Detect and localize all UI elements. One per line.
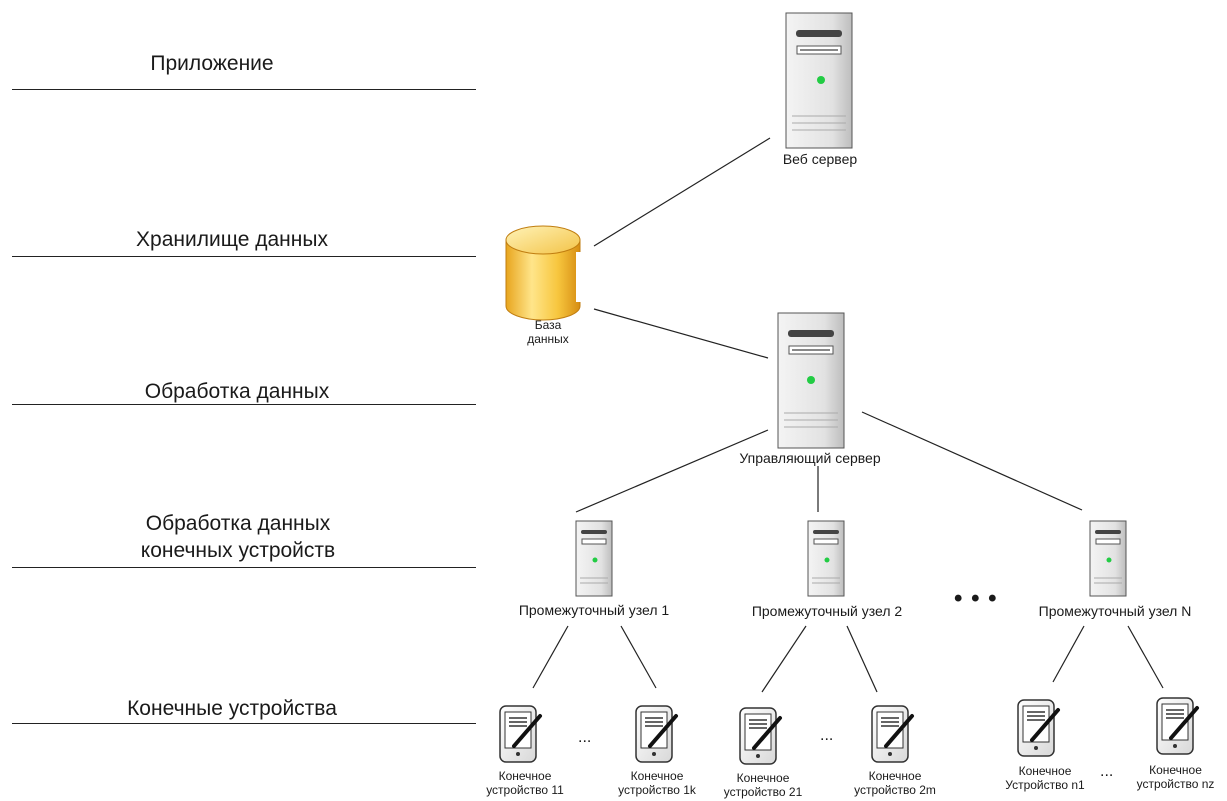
link-node1-dev1k [620,625,657,689]
web-server-label: Веб сервер [782,151,858,167]
devices-ellipsis: ... [1100,763,1114,780]
layer-title-end-devices: Конечные устройства [127,697,337,720]
link-nodeN-dev-nz [1127,625,1164,689]
intermediate-node-label: Промежуточный узел 2 [751,603,903,619]
link-control-node1 [575,429,769,513]
pda-stylus-icon [739,707,782,765]
pda-stylus-icon [499,705,542,763]
database-label: База данных [527,318,569,346]
layer-title-application: Приложение [150,52,274,75]
layer-divider [12,89,476,90]
layer-divider [12,567,476,568]
server-tower-icon [785,12,853,149]
link-db-web [593,137,771,247]
intermediate-node-label: Промежуточный узел 1 [518,602,670,618]
layer-divider [12,723,476,724]
link-control-nodeN [861,411,1083,511]
pda-stylus-icon [635,705,678,763]
server-tower-icon [1089,520,1127,597]
pda-stylus-icon [1156,697,1199,755]
server-tower-icon [575,520,613,597]
device-label: Конечное устройство nz [1136,763,1215,791]
link-node1-dev11 [532,625,569,689]
link-db-control [593,308,769,359]
link-node2-dev2m [846,625,878,693]
intermediate-node-label: Промежуточный узел N [1038,603,1192,619]
device-label: Конечное устройство 11 [486,769,564,797]
devices-ellipsis: ... [820,727,834,744]
connections [532,137,1164,693]
server-tower-icon [777,312,845,449]
device-label: Конечное устройство 2m [854,769,936,797]
link-nodeN-dev-n1 [1052,625,1085,683]
control-server-label: Управляющий сервер [739,450,881,466]
nodes-ellipsis: • • • [954,585,998,612]
devices-ellipsis: ... [578,729,592,746]
pda-stylus-icon [871,705,914,763]
server-tower-icon [807,520,845,597]
device-label: Конечное Устройство n1 [1005,764,1085,792]
link-node2-dev21 [761,625,807,693]
device-label: Конечное устройство 1k [618,769,696,797]
layer-title-edge-processing: Обработка данных конечных устройств [140,512,336,562]
layer-divider [12,256,476,257]
database-cylinder-icon [505,225,584,321]
layer-divider [12,404,476,405]
layer-title-storage: Хранилище данных [136,228,328,251]
pda-stylus-icon [1017,699,1060,757]
device-label: Конечное устройство 21 [723,771,803,799]
layer-title-processing: Обработка данных [144,380,330,403]
